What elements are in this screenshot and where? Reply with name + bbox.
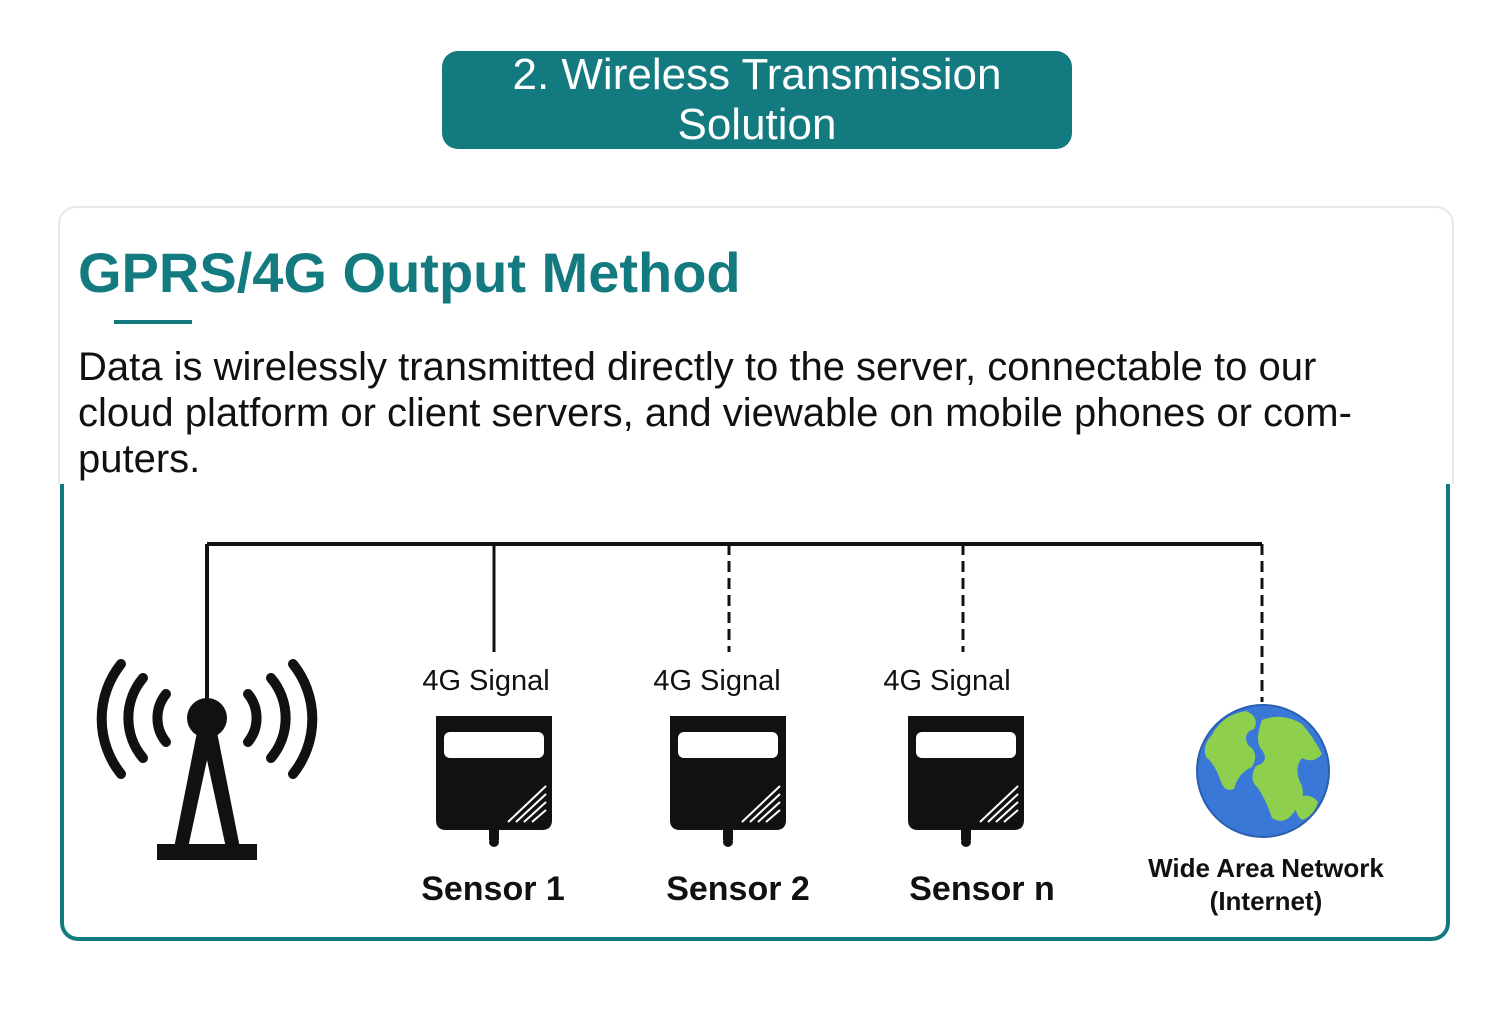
card-top-panel: [58, 206, 1454, 484]
network-label-line2: (Internet): [1210, 886, 1323, 916]
sensor-2-name: Sensor 2: [666, 870, 810, 908]
heading-underline: [114, 320, 192, 324]
section-heading: GPRS/4G Output Method: [78, 241, 741, 304]
sensor-device-icon: [670, 716, 786, 847]
sensor-1-name: Sensor 1: [421, 870, 565, 908]
banner-title: 2. Wireless Transmission Solution: [512, 50, 1002, 149]
cell-tower-icon: [96, 659, 318, 860]
sensor-2-signal-label: 4G Signal: [653, 665, 780, 697]
description-text: Data is wirelessly transmitted directly …: [78, 345, 1352, 481]
sensor-device-icon: [908, 716, 1024, 847]
globe-icon: [1196, 704, 1330, 838]
sensor-device-icon: [436, 716, 552, 847]
sensor-n-signal-label: 4G Signal: [883, 665, 1010, 697]
sensor-n-name: Sensor n: [909, 870, 1054, 908]
sensor-1-signal-label: 4G Signal: [422, 665, 549, 697]
network-label-line1: Wide Area Network: [1148, 853, 1384, 883]
title-banner: 2. Wireless Transmission Solution: [442, 50, 1072, 149]
